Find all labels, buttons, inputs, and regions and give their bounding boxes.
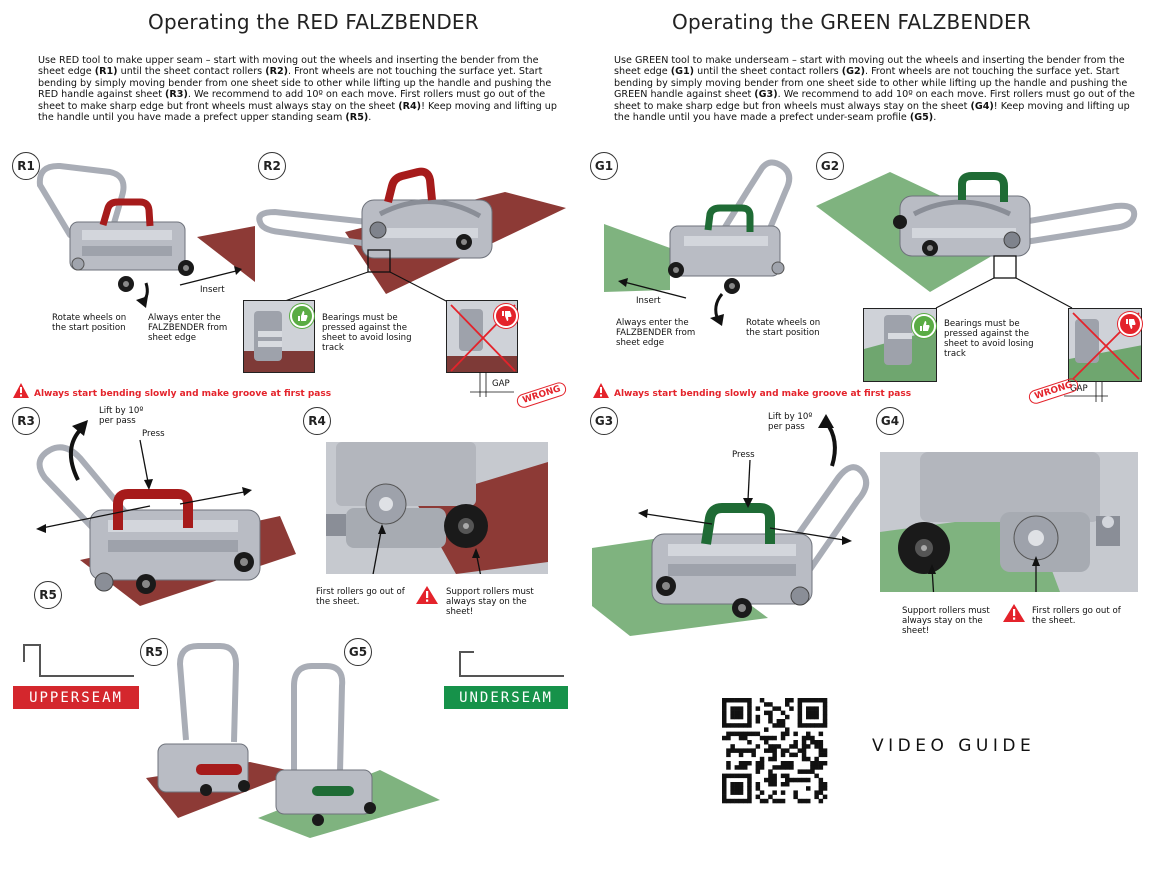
- thumbs-down-icon: [494, 304, 518, 328]
- upperseam-label: UPPERSEAM: [13, 686, 139, 709]
- green-g4-illustration: [880, 452, 1138, 592]
- underseam-label: UNDERSEAM: [444, 686, 568, 709]
- green-instructions: Use GREEN tool to make underseam – start…: [614, 55, 1142, 123]
- caption-enter-edge: Always enter the FALZBENDER from sheet e…: [148, 313, 228, 343]
- badge-g3: G3: [590, 407, 618, 435]
- thumbs-down-icon-green: [1118, 312, 1142, 336]
- red-instructions: Use RED tool to make upper seam – start …: [38, 55, 566, 123]
- instruction-text: until the sheet contact rollers: [694, 66, 842, 78]
- instruction-text: . Front wheels are not touching the surf…: [38, 66, 552, 101]
- badge-r3: R3: [12, 407, 40, 435]
- instruction-text: . We recommend to add 10º on each move. …: [38, 89, 546, 112]
- step-reference: (R3): [165, 89, 188, 101]
- step-reference: (R2): [265, 66, 289, 78]
- badge-r5-inline: R5: [34, 581, 62, 609]
- step-reference: (G4): [970, 100, 994, 112]
- badge-g1: G1: [590, 152, 618, 180]
- red-warning-text: Always start bending slowly and make gro…: [34, 389, 332, 399]
- step-reference: (G5): [909, 112, 934, 124]
- caption-insert: Insert: [200, 285, 225, 295]
- step-reference: (G3): [754, 89, 778, 101]
- caption-first-rollers: First rollers go out of the sheet.: [316, 587, 405, 607]
- badge-r1: R1: [12, 152, 40, 180]
- thumbs-up-icon: [290, 304, 314, 328]
- instruction-text: ! Keep moving and lifting up the handle …: [38, 100, 557, 124]
- instruction-text: ! Keep moving and lifting up the handle …: [614, 100, 1130, 124]
- caption-insert-green: Insert: [636, 296, 661, 306]
- caption-rotate-wheels: Rotate wheels on the start position: [52, 313, 127, 333]
- caption-gap: GAP: [492, 379, 510, 389]
- badge-g5: G5: [344, 638, 372, 666]
- step-reference: (R1): [94, 66, 118, 78]
- red-r4-illustration: [326, 442, 548, 574]
- instruction-text: .: [368, 112, 372, 124]
- step-reference: (R4): [398, 100, 422, 112]
- instruction-text: until the sheet contact rollers: [117, 66, 266, 78]
- instruction-text: Use GREEN tool to make underseam – start…: [614, 55, 1125, 78]
- green-section-title: Operating the GREEN FALZBENDER: [672, 10, 1031, 34]
- caption-lift: Lift by 10º per pass: [99, 406, 144, 426]
- green-warning-text: Always start bending slowly and make gro…: [614, 389, 912, 399]
- caption-enter-edge-green: Always enter the FALZBENDER from sheet e…: [616, 318, 696, 348]
- instruction-text: . We recommend to add 10º on each move. …: [614, 89, 1135, 112]
- video-guide-qr-code[interactable]: [722, 698, 828, 804]
- caption-gap-green: GAP: [1070, 384, 1088, 394]
- step-reference: (G2): [841, 66, 866, 78]
- instruction-text: . Front wheels are not touching the surf…: [614, 66, 1128, 101]
- badge-g4: G4: [876, 407, 904, 435]
- caption-rotate-wheels-green: Rotate wheels on the start position: [746, 318, 821, 338]
- instruction-text: .: [933, 112, 937, 124]
- caption-lift-green: Lift by 10º per pass: [768, 412, 813, 432]
- red-section-title: Operating the RED FALZBENDER: [148, 10, 479, 34]
- instruction-text: Use RED tool to make upper seam – start …: [38, 55, 539, 78]
- caption-support-rollers-green: Support rollers must always stay on the …: [902, 606, 990, 636]
- video-guide-label: VIDEO GUIDE: [872, 736, 1036, 756]
- caption-press: Press: [142, 429, 165, 439]
- badge-r2: R2: [258, 152, 286, 180]
- caption-first-rollers-green: First rollers go out of the sheet.: [1032, 606, 1121, 626]
- badge-g2: G2: [816, 152, 844, 180]
- step-reference: (R5): [345, 112, 369, 124]
- caption-bearings: Bearings must be pressed against the she…: [322, 313, 412, 353]
- badge-r4: R4: [303, 407, 331, 435]
- caption-bearings-green: Bearings must be pressed against the she…: [944, 319, 1034, 359]
- caption-support-rollers: Support rollers must always stay on the …: [446, 587, 534, 617]
- step-reference: (G1): [670, 66, 695, 78]
- badge-r5: R5: [140, 638, 168, 666]
- thumbs-up-icon-green: [912, 314, 936, 338]
- caption-press-green: Press: [732, 450, 755, 460]
